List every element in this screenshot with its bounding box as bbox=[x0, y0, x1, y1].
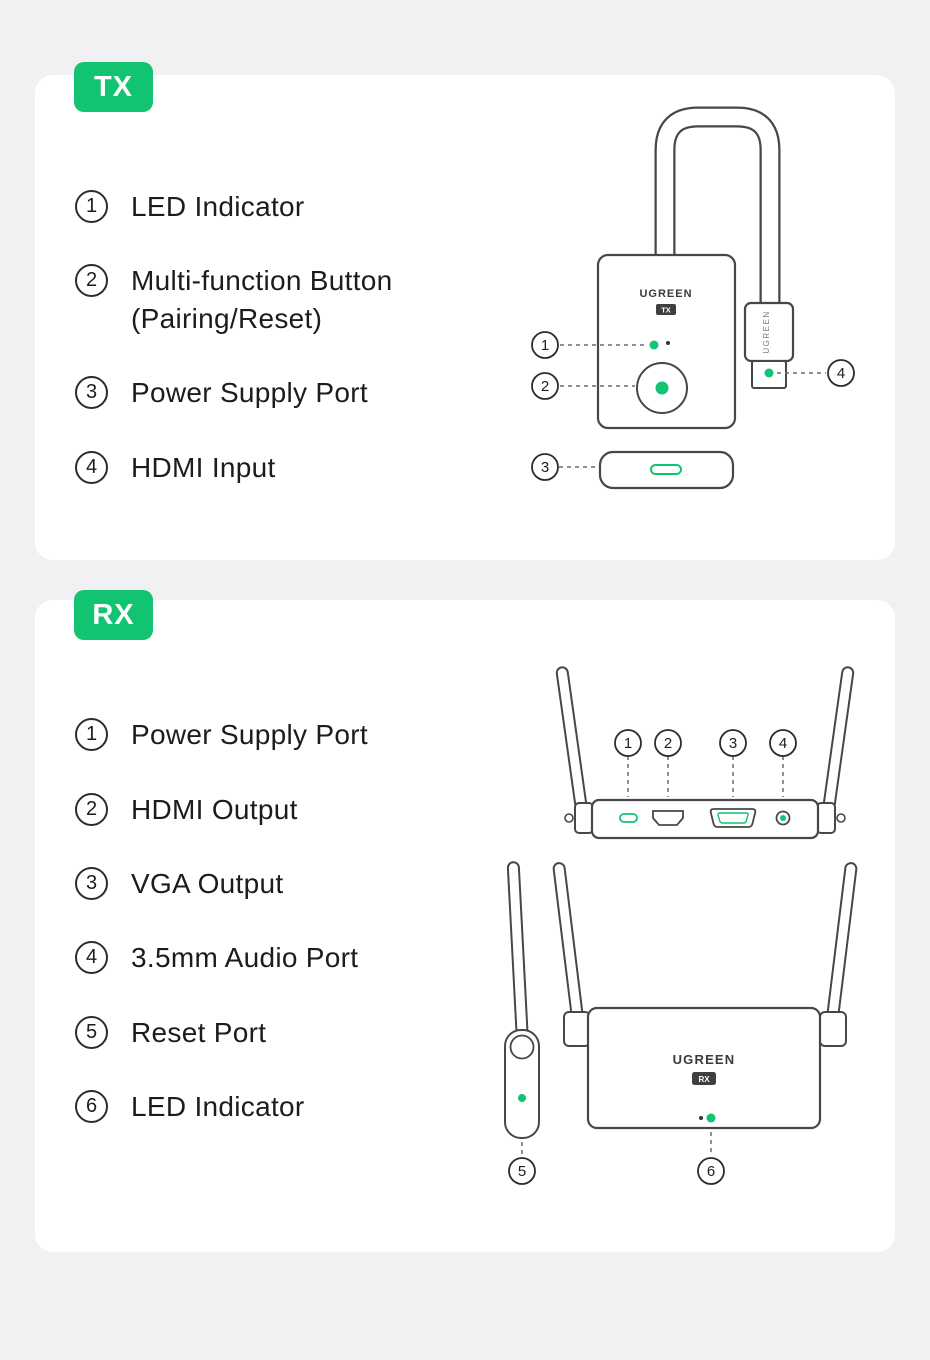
tx-hdmi-connector: UGREEN bbox=[743, 301, 795, 389]
legend-item-led-indicator: 1 LED Indicator bbox=[75, 188, 305, 226]
item-label: LED Indicator bbox=[131, 1091, 305, 1122]
legend-item-power-supply-port: 1 Power Supply Port bbox=[75, 716, 368, 754]
hdmi-input-dot bbox=[764, 368, 774, 378]
callout-1: 1 bbox=[531, 331, 559, 359]
tx-device-diagram: UGREEN UGREEN TX bbox=[531, 106, 855, 490]
item-label-line1: Multi-function Button bbox=[131, 265, 393, 296]
antenna-front-left bbox=[552, 862, 584, 1019]
rx-back-view: 1 2 3 4 bbox=[555, 666, 855, 840]
item-number: 6 bbox=[75, 1090, 108, 1123]
antenna-left bbox=[555, 666, 588, 812]
rx-model-badge-label: RX bbox=[698, 1075, 710, 1084]
led-indicator-dot bbox=[649, 340, 659, 350]
rx-side-view bbox=[504, 861, 540, 1139]
item-number: 1 bbox=[75, 190, 108, 223]
hinge-circle bbox=[509, 1034, 535, 1060]
item-number: 2 bbox=[75, 793, 108, 826]
rx-body bbox=[586, 1006, 822, 1130]
callout-6: 6 bbox=[697, 1157, 725, 1185]
callout-3: 3 bbox=[719, 729, 747, 757]
tx-model-badge bbox=[656, 304, 676, 315]
tx-badge: TX bbox=[74, 62, 153, 112]
item-number: 4 bbox=[75, 451, 108, 484]
svg-text:3: 3 bbox=[729, 735, 737, 752]
legend-item-audio-port: 4 3.5mm Audio Port bbox=[75, 939, 358, 977]
audio-port-dot bbox=[780, 815, 786, 821]
tx-section: TX 1 LED Indicator 2 Multi-function Butt… bbox=[35, 62, 895, 560]
legend-item-hdmi-input: 4 HDMI Input bbox=[75, 449, 276, 487]
antenna-side bbox=[506, 861, 529, 1036]
usb-c-port bbox=[650, 464, 682, 475]
callout-2: 2 bbox=[654, 729, 682, 757]
svg-text:6: 6 bbox=[707, 1163, 715, 1180]
rx-badge: RX bbox=[74, 590, 153, 640]
svg-text:5: 5 bbox=[518, 1163, 526, 1180]
tx-bottom-edge bbox=[598, 450, 735, 490]
callout-5: 5 bbox=[508, 1157, 536, 1185]
legend-item-led-indicator: 6 LED Indicator bbox=[75, 1088, 305, 1126]
hinge-front-left bbox=[563, 1011, 591, 1047]
svg-text:1: 1 bbox=[624, 735, 632, 752]
item-label: Power Supply Port bbox=[131, 377, 368, 408]
hinge-screw-left bbox=[564, 813, 574, 823]
item-label: Multi-function Button (Pairing/Reset) bbox=[131, 262, 393, 338]
antenna-front-right bbox=[826, 862, 858, 1019]
tx-brand-label: UGREEN bbox=[639, 288, 692, 300]
tx-cable bbox=[654, 106, 781, 320]
rx-front-view: UGREEN RX 5 6 bbox=[504, 861, 858, 1185]
legend-item-power-supply-port: 3 Power Supply Port bbox=[75, 374, 368, 412]
led-indicator-dot-small bbox=[699, 1116, 703, 1120]
hinge-front-right bbox=[819, 1011, 847, 1047]
callout-3: 3 bbox=[531, 453, 559, 481]
connector-brand-label: UGREEN bbox=[762, 310, 771, 353]
item-label: HDMI Input bbox=[131, 452, 276, 483]
item-number: 5 bbox=[75, 1016, 108, 1049]
multi-function-button-dot bbox=[655, 381, 669, 395]
svg-text:4: 4 bbox=[779, 735, 787, 752]
svg-text:1: 1 bbox=[541, 337, 549, 354]
item-label: HDMI Output bbox=[131, 794, 298, 825]
item-number: 3 bbox=[75, 867, 108, 900]
legend-item-multifunction-button: 2 Multi-function Button (Pairing/Reset) bbox=[75, 262, 393, 338]
hinge-screw-right bbox=[836, 813, 846, 823]
item-number: 2 bbox=[75, 264, 108, 297]
item-label: 3.5mm Audio Port bbox=[131, 942, 359, 973]
rx-section: RX 1 Power Supply Port 2 HDMI Output 3 V… bbox=[35, 590, 895, 1252]
hdmi-output-port bbox=[652, 810, 684, 826]
vga-output-port-inner bbox=[717, 812, 749, 824]
svg-text:2: 2 bbox=[664, 735, 672, 752]
callout-4: 4 bbox=[769, 729, 797, 757]
item-label: Reset Port bbox=[131, 1017, 267, 1048]
antenna-right bbox=[822, 666, 855, 812]
svg-text:4: 4 bbox=[837, 365, 845, 382]
item-number: 4 bbox=[75, 941, 108, 974]
tx-model-badge-label: TX bbox=[661, 306, 671, 315]
svg-text:3: 3 bbox=[541, 459, 549, 476]
item-label-line2: (Pairing/Reset) bbox=[131, 303, 323, 334]
rx-device-diagram: 1 2 3 4 bbox=[504, 666, 858, 1185]
svg-text:2: 2 bbox=[541, 378, 549, 395]
item-label: LED Indicator bbox=[131, 191, 305, 222]
legend-item-vga-output: 3 VGA Output bbox=[75, 865, 283, 903]
item-number: 3 bbox=[75, 376, 108, 409]
item-label: VGA Output bbox=[131, 868, 284, 899]
led-indicator-dot bbox=[706, 1113, 716, 1123]
rx-model-badge bbox=[692, 1072, 716, 1085]
rx-back-panel bbox=[590, 798, 820, 840]
item-number: 1 bbox=[75, 718, 108, 751]
tx-body: UGREEN TX bbox=[596, 253, 737, 430]
vga-output-port bbox=[709, 808, 757, 828]
callout-2: 2 bbox=[531, 372, 559, 400]
legend-item-reset-port: 5 Reset Port bbox=[75, 1014, 266, 1052]
callout-4: 4 bbox=[827, 359, 855, 387]
hinge-left bbox=[574, 802, 594, 834]
led-indicator-dot-small bbox=[666, 341, 670, 345]
reset-port-dot bbox=[518, 1094, 526, 1102]
item-label: Power Supply Port bbox=[131, 719, 368, 750]
power-supply-port bbox=[619, 813, 638, 823]
rx-brand-label: UGREEN bbox=[673, 1052, 736, 1067]
callout-1: 1 bbox=[614, 729, 642, 757]
legend-item-hdmi-output: 2 HDMI Output bbox=[75, 791, 298, 829]
hinge-right bbox=[816, 802, 836, 834]
